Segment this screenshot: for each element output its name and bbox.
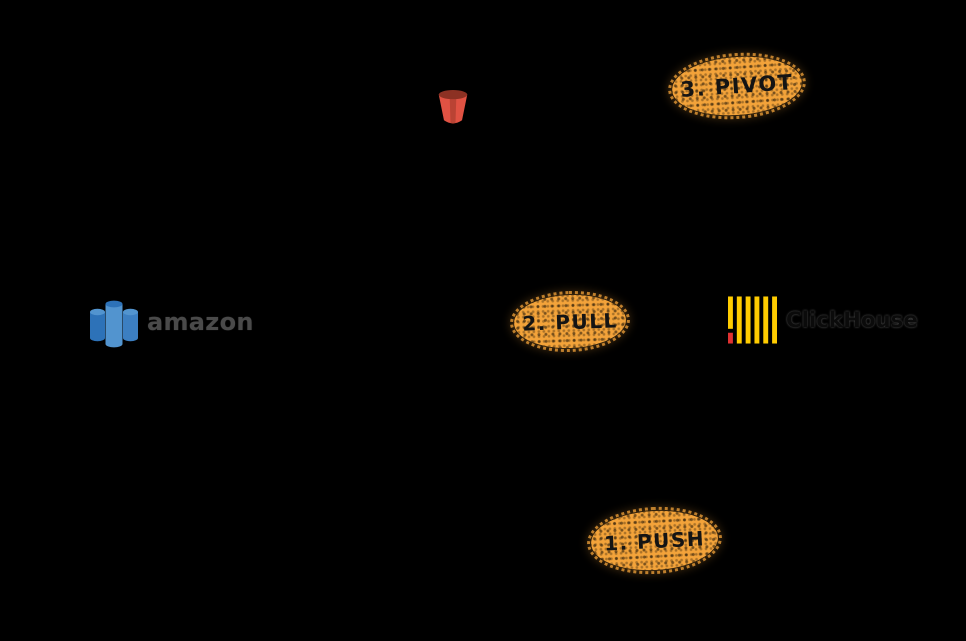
s3-bucket-icon: [438, 90, 468, 124]
step-label-pivot: 3. PIVOT: [679, 70, 795, 102]
amazon-label: amazon: [147, 308, 254, 336]
step-bubble-pull: 2. PULL: [509, 288, 631, 355]
step-label-push: 1. PUSH: [603, 525, 706, 556]
s3-bucket-node: [434, 85, 472, 127]
clickhouse-label: ClickHouse: [786, 308, 918, 332]
amazon-node: amazon: [88, 294, 254, 350]
amazon-buckets-icon: [90, 300, 138, 348]
step-bubble-push: 1. PUSH: [585, 503, 724, 578]
step-bubble-pivot: 3. PIVOT: [666, 47, 808, 125]
clickhouse-bars-icon: [728, 296, 777, 344]
clickhouse-node: ClickHouse: [728, 296, 918, 344]
step-label-pull: 2. PULL: [521, 307, 619, 336]
